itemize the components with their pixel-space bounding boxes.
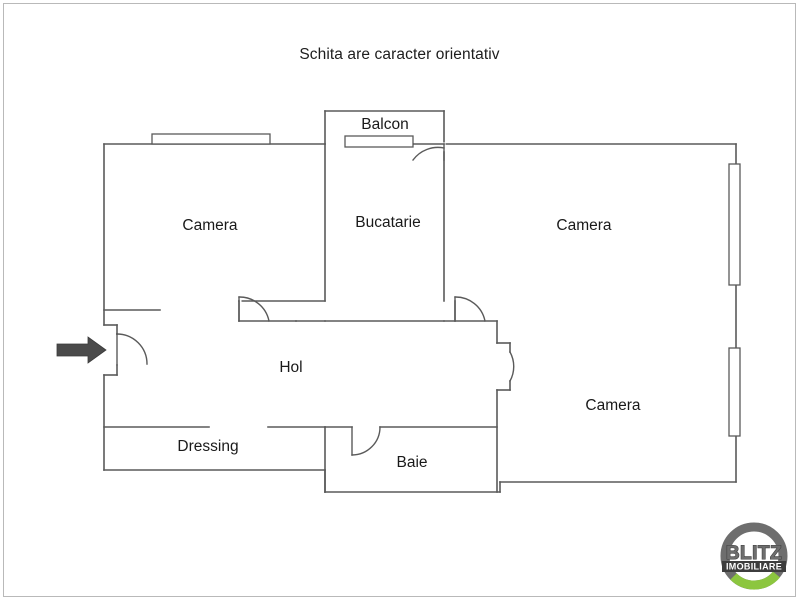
door-arc-kitchen <box>238 296 270 322</box>
logo-subtitle-text: IMOBILIARE <box>726 562 782 572</box>
window-balcony <box>344 135 414 148</box>
door-arc-entry <box>116 333 148 365</box>
door-arc-camera-tr <box>454 296 486 322</box>
logo-band <box>722 561 786 572</box>
door-arc-balcony <box>412 146 445 161</box>
door-arc-camera-br <box>509 351 515 382</box>
door-arc-baie <box>351 426 381 456</box>
window-top-left <box>151 133 271 145</box>
logo-accent-arc <box>730 571 780 590</box>
room-label-camera-top-right: Camera <box>556 217 612 234</box>
room-label-camera-top-left: Camera <box>182 217 238 234</box>
room-label-camera-bottom-right: Camera <box>585 397 641 414</box>
window-right-upper <box>728 163 741 286</box>
room-label-bucatarie: Bucatarie <box>355 214 421 231</box>
window-right-lower <box>728 347 741 437</box>
blitz-imobiliare-logo: BLITZ IMOBILIARE <box>716 518 792 594</box>
logo-brand-text: BLITZ <box>726 543 782 564</box>
room-label-baie: Baie <box>396 454 428 471</box>
room-label-dressing: Dressing <box>177 438 239 455</box>
room-label-hol: Hol <box>279 359 303 376</box>
room-label-balcon: Balcon <box>361 116 409 133</box>
windows-group <box>151 133 741 437</box>
plan-title: Schita are caracter orientativ <box>299 46 500 63</box>
entrance-direction-arrow <box>56 336 107 364</box>
